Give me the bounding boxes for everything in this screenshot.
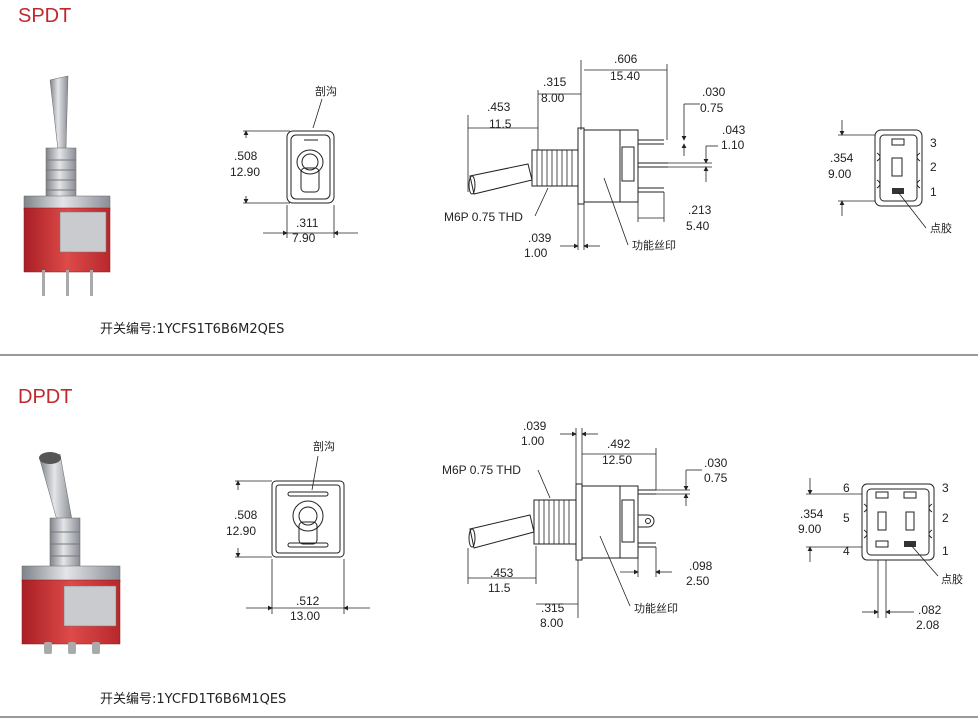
dpdt-front-width-mm: 13.00 [290, 609, 320, 623]
dpdt-bottom-height-in: .354 [800, 507, 824, 521]
spdt-dim-453-mm: 11.5 [489, 117, 512, 131]
spdt-front-height-mm: 12.90 [230, 165, 260, 179]
dpdt-front-view: 剖沟 .508 12.90 .512 13.00 [226, 439, 370, 623]
spdt-front-width-mm: 7.90 [292, 231, 316, 245]
dpdt-dim-315-mm: 8.00 [540, 616, 564, 630]
spdt-dim-453-in: .453 [487, 100, 511, 114]
spdt-dim-030-mm: 0.75 [700, 101, 724, 115]
dpdt-dim-453-in: .453 [490, 566, 514, 580]
dpdt-front-height-mm: 12.90 [226, 524, 256, 538]
spdt-pin-3: 3 [930, 136, 937, 150]
spdt-thread-label: M6P 0.75 THD [444, 210, 523, 224]
spdt-pin-1: 1 [930, 185, 937, 199]
spdt-dim-315-in: .315 [543, 75, 567, 89]
spdt-front-height-in: .508 [234, 149, 258, 163]
spdt-front-width-in: .311 [296, 216, 319, 230]
dpdt-dim-315-in: .315 [541, 601, 565, 615]
dpdt-pin-5: 5 [843, 511, 850, 525]
dpdt-dim-453-mm: 11.5 [488, 581, 511, 595]
dpdt-dim-039-in: .039 [523, 419, 547, 433]
dpdt-part-number: 开关编号:1YCFD1T6B6M1QES [100, 692, 287, 707]
spdt-dim-043-in: .043 [722, 123, 746, 137]
dpdt-marking-label: 功能丝印 [634, 601, 678, 615]
spdt-switch-photo [23, 75, 111, 296]
dpdt-dim-030-mm: 0.75 [704, 471, 728, 485]
dpdt-dim-098-in: .098 [689, 559, 713, 573]
dpdt-pin-4: 4 [843, 544, 850, 558]
dpdt-pin-1: 1 [942, 544, 949, 558]
section-divider [0, 354, 978, 356]
dpdt-pin-3: 3 [942, 481, 949, 495]
spdt-dim-213-in: .213 [688, 203, 712, 217]
dpdt-pin-2: 2 [942, 511, 949, 525]
spdt-bottom-view: .354 9.00 3 2 1 点胶 [828, 120, 952, 235]
dpdt-pitch-mm: 2.08 [916, 618, 940, 632]
dpdt-front-height-in: .508 [234, 508, 258, 522]
spdt-bottom-height-in: .354 [830, 151, 854, 165]
spdt-bottom-height-mm: 9.00 [828, 167, 852, 181]
spdt-title: SPDT [18, 5, 72, 27]
dpdt-title: DPDT [18, 386, 73, 408]
spdt-dim-030-in: .030 [702, 85, 726, 99]
spdt-groove-label: 剖沟 [315, 84, 337, 98]
spdt-side-view: .453 11.5 .315 8.00 .606 15.40 .030 0.75… [444, 52, 746, 260]
dpdt-bottom-view: .354 9.00 6 5 4 3 2 1 点胶 .082 2.08 [798, 478, 963, 632]
dpdt-dim-030-in: .030 [704, 456, 728, 470]
dpdt-side-view: .039 1.00 .492 12.50 .030 0.75 M6P 0.75 … [442, 419, 728, 630]
dpdt-thread-label: M6P 0.75 THD [442, 463, 521, 477]
dpdt-bottom-height-mm: 9.00 [798, 522, 822, 536]
dpdt-groove-label: 剖沟 [313, 439, 335, 453]
spdt-pin-2: 2 [930, 160, 937, 174]
dpdt-switch-photo [21, 452, 121, 654]
spdt-glue-label: 点胶 [930, 221, 952, 235]
spdt-front-view: 剖沟 .508 12.90 .311 7.90 [230, 84, 358, 245]
bottom-divider [0, 716, 978, 718]
dpdt-glue-label: 点胶 [941, 572, 963, 586]
spdt-dim-606-mm: 15.40 [610, 69, 640, 83]
spdt-dim-043-mm: 1.10 [721, 138, 745, 152]
spdt-part-number: 开关编号:1YCFS1T6B6M2QES [100, 322, 285, 337]
dpdt-pitch-in: .082 [918, 603, 942, 617]
dpdt-front-width-in: .512 [296, 594, 320, 608]
dpdt-dim-492-mm: 12.50 [602, 453, 632, 467]
spdt-dim-315-mm: 8.00 [541, 91, 565, 105]
dpdt-pin-6: 6 [843, 481, 850, 495]
spdt-dim-213-mm: 5.40 [686, 219, 710, 233]
spdt-marking-label: 功能丝印 [632, 238, 676, 252]
dpdt-dim-098-mm: 2.50 [686, 574, 710, 588]
dpdt-dim-039-mm: 1.00 [521, 434, 545, 448]
spdt-dim-606-in: .606 [614, 52, 638, 66]
spdt-dim-039-in: .039 [528, 231, 552, 245]
dpdt-dim-492-in: .492 [607, 437, 631, 451]
spdt-dim-039-mm: 1.00 [524, 246, 548, 260]
